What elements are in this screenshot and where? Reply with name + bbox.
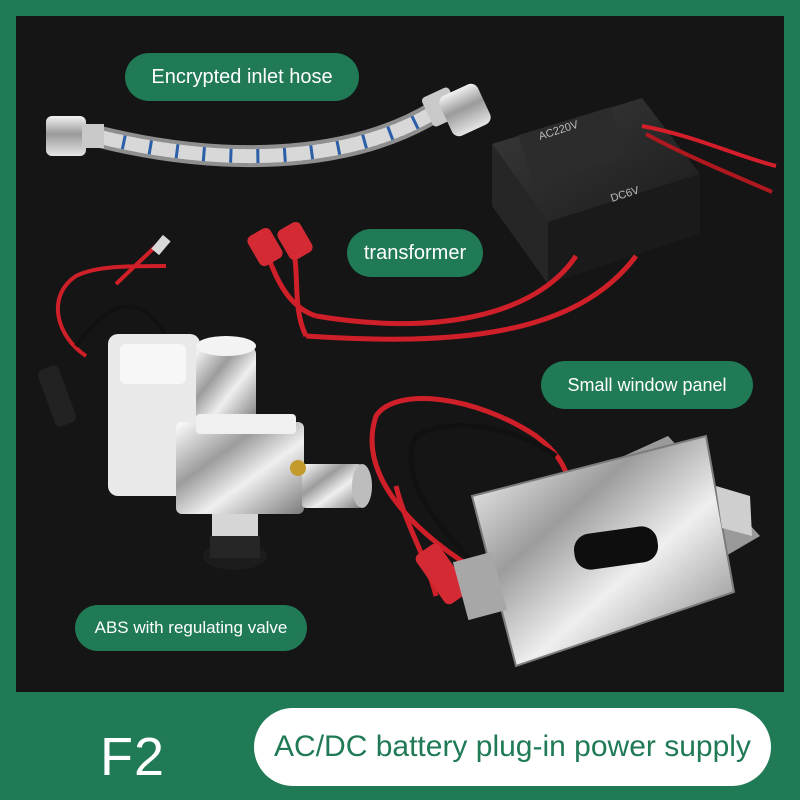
sensor-window — [573, 526, 659, 570]
product-illustration: AC220V DC6V — [38, 83, 777, 668]
power-supply-banner: AC/DC battery plug-in power supply — [254, 708, 771, 786]
power-supply-text: AC/DC battery plug-in power supply — [274, 730, 751, 763]
model-number: F2 — [100, 727, 166, 787]
label-inlet-hose-text: Encrypted inlet hose — [151, 65, 333, 88]
hose-nut-right — [439, 83, 491, 137]
label-regulating-valve: ABS with regulating valve — [75, 605, 307, 651]
label-inlet-hose: Encrypted inlet hose — [125, 53, 359, 101]
transformer-box: AC220V DC6V — [247, 98, 777, 342]
regulating-valve — [38, 234, 372, 570]
label-regulating-valve-text: ABS with regulating valve — [94, 618, 288, 637]
hose-nut-left — [46, 116, 86, 156]
label-window-panel-text: Small window panel — [567, 374, 727, 395]
inlet-hose — [46, 83, 491, 168]
sensor-panel — [369, 396, 760, 668]
label-transformer: transformer — [347, 229, 483, 277]
label-window-panel: Small window panel — [541, 361, 753, 409]
label-transformer-text: transformer — [363, 241, 467, 264]
product-photo: AC220V DC6V — [16, 16, 784, 692]
